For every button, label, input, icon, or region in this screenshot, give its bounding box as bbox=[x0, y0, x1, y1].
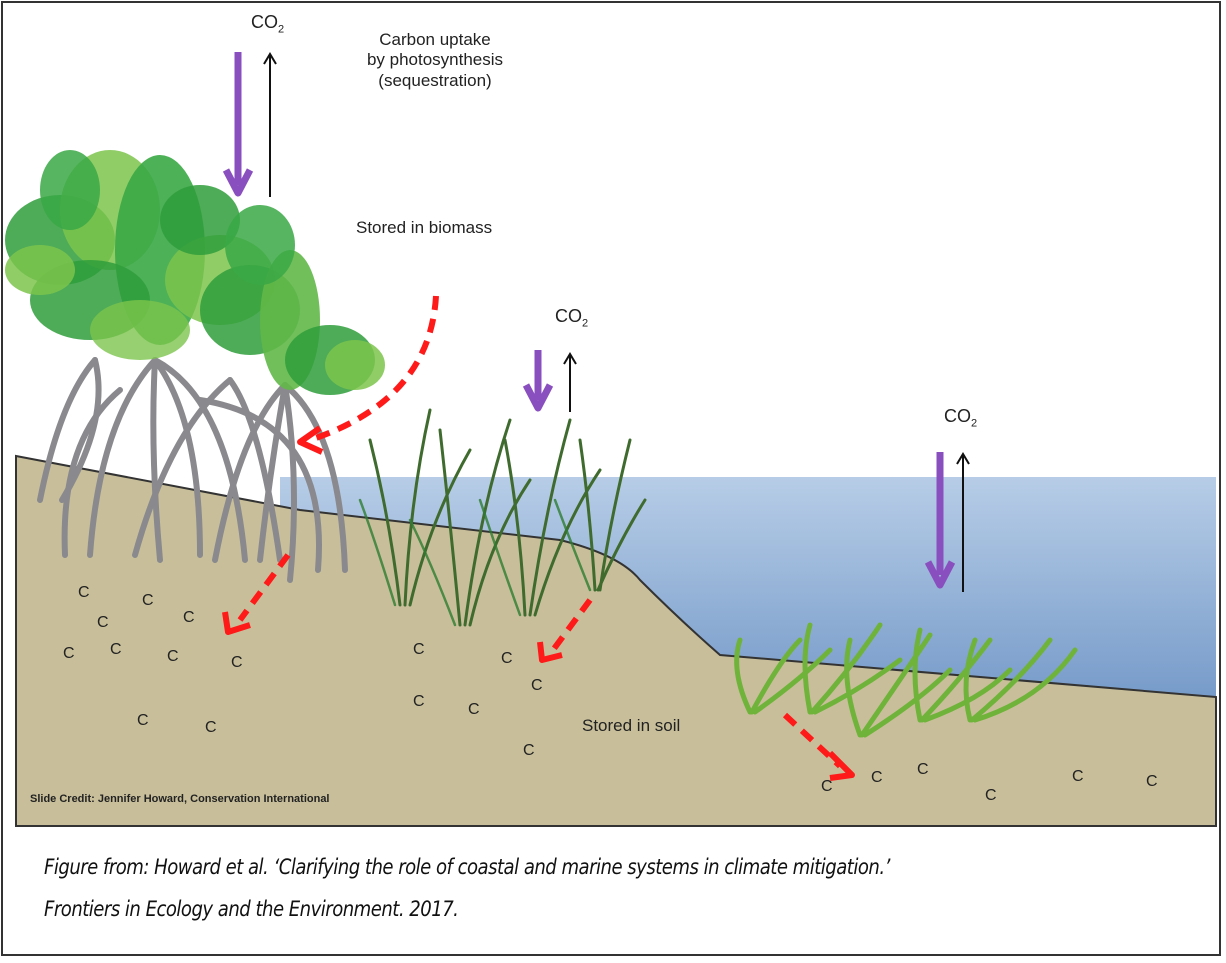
slide-credit: Slide Credit: Jennifer Howard, Conservat… bbox=[30, 793, 330, 805]
carbon-marker: C bbox=[501, 650, 513, 667]
carbon-marker: C bbox=[985, 787, 997, 804]
carbon-marker: C bbox=[1072, 768, 1084, 785]
carbon-marker: C bbox=[523, 742, 535, 759]
stored-in-biomass-label: Stored in biomass bbox=[356, 218, 493, 237]
figure-caption-line-2: Frontiers in Ecology and the Environment… bbox=[44, 897, 459, 921]
carbon-uptake-line-3: (sequestration) bbox=[378, 70, 492, 90]
carbon-marker: C bbox=[142, 592, 154, 609]
carbon-marker: C bbox=[110, 641, 122, 658]
carbon-marker: C bbox=[531, 677, 543, 694]
co2-flux-arrows-seagrass bbox=[924, 452, 970, 592]
carbon-marker: C bbox=[78, 584, 90, 601]
carbon-marker: C bbox=[821, 778, 833, 795]
carbon-marker: C bbox=[413, 641, 425, 658]
carbon-marker: C bbox=[63, 645, 75, 662]
figure-caption-line-1: Figure from: Howard et al. ‘Clarifying t… bbox=[44, 855, 890, 879]
carbon-uptake-line-2: by photosynthesis bbox=[366, 50, 504, 70]
carbon-marker: C bbox=[137, 712, 149, 729]
co2-label-mangrove: CO2 bbox=[251, 12, 285, 36]
carbon-marker: C bbox=[871, 769, 883, 786]
co2-label-marsh: CO2 bbox=[555, 306, 589, 330]
carbon-marker: C bbox=[413, 693, 425, 710]
co2-label-seagrass: CO2 bbox=[944, 406, 978, 430]
carbon-marker: C bbox=[1146, 773, 1158, 790]
carbon-marker: C bbox=[468, 701, 480, 718]
carbon-marker: C bbox=[205, 719, 217, 736]
carbon-marker: C bbox=[917, 761, 929, 778]
carbon-marker: C bbox=[183, 609, 195, 626]
carbon-marker: C bbox=[97, 614, 109, 631]
carbon-uptake-line-1: Carbon uptake bbox=[379, 30, 491, 49]
mangrove-canopy bbox=[5, 150, 385, 395]
carbon-marker: C bbox=[231, 654, 243, 671]
carbon-burial-arrows bbox=[222, 295, 855, 781]
carbon-marker: C bbox=[167, 648, 179, 665]
carbon-uptake-label: Carbon uptake by photosynthesis (sequest… bbox=[340, 30, 530, 91]
mangrove-roots bbox=[37, 357, 348, 583]
salt-marsh-grass bbox=[358, 408, 647, 627]
co2-flux-arrows-mangrove bbox=[222, 52, 277, 197]
seagrass bbox=[734, 622, 1078, 738]
stored-in-soil-label: Stored in soil bbox=[582, 716, 681, 735]
co2-flux-arrows-marsh bbox=[522, 350, 577, 412]
